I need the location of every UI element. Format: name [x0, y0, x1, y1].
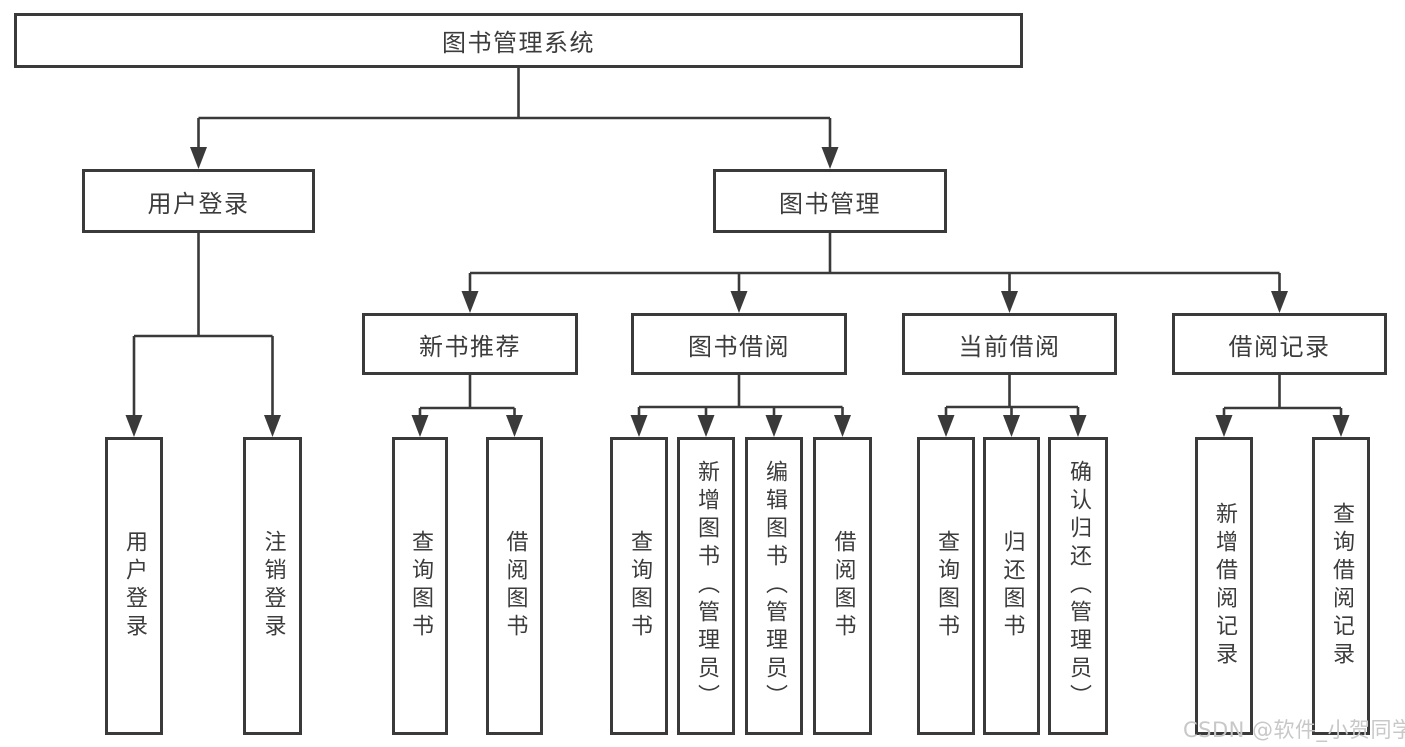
node-book-borrowing: 图书借阅	[631, 313, 847, 375]
leaf-query-borrow-record-label: 查询借阅记录	[1329, 502, 1354, 670]
leaf-borrow-books-recommend-label: 借阅图书	[502, 530, 528, 642]
connector-wires	[132, 68, 1343, 418]
watermark: CSDN @软件_小贺同学	[1183, 718, 1405, 742]
leaf-query-books-current: 查询图书	[917, 437, 975, 735]
leaf-query-books-borrowing: 查询图书	[610, 437, 668, 735]
leaf-borrow-books-borrowing-label: 借阅图书	[830, 530, 856, 642]
leaf-query-books-current-label: 查询图书	[934, 530, 959, 642]
node-library-system-root: 图书管理系统	[14, 13, 1023, 68]
leaf-user-login: 用户登录	[105, 437, 163, 735]
leaf-confirm-return-admin-label: 确认归还（管理员）	[1066, 460, 1091, 712]
leaf-edit-books-admin: 编辑图书（管理员）	[745, 437, 803, 735]
leaf-add-books-admin-label: 新增图书（管理员）	[694, 460, 719, 712]
node-current-borrowing: 当前借阅	[902, 313, 1117, 375]
node-borrowing-records: 借阅记录	[1172, 313, 1387, 375]
node-new-book-recommendation: 新书推荐	[362, 313, 578, 375]
leaf-query-books-borrowing-label: 查询图书	[627, 530, 652, 642]
leaf-query-books-recommend-label: 查询图书	[408, 530, 433, 642]
arrow-down-icons	[125, 147, 1350, 437]
leaf-user-login-label: 用户登录	[122, 530, 147, 642]
leaf-query-borrow-record: 查询借阅记录	[1312, 437, 1370, 735]
node-book-management: 图书管理	[713, 169, 947, 233]
leaf-borrow-books-recommend: 借阅图书	[486, 437, 543, 735]
leaf-edit-books-admin-label: 编辑图书（管理员）	[762, 460, 787, 712]
leaf-query-books-recommend: 查询图书	[392, 437, 448, 735]
leaf-logout-login: 注销登录	[243, 437, 302, 735]
leaf-add-borrow-record-label: 新增借阅记录	[1212, 502, 1237, 670]
node-user-login: 用户登录	[82, 169, 315, 233]
leaf-return-books: 归还图书	[983, 437, 1040, 735]
leaf-confirm-return-admin: 确认归还（管理员）	[1048, 437, 1108, 735]
leaf-add-borrow-record: 新增借阅记录	[1195, 437, 1253, 735]
leaf-return-books-label: 归还图书	[999, 530, 1025, 642]
leaf-add-books-admin: 新增图书（管理员）	[677, 437, 735, 735]
leaf-borrow-books-borrowing: 借阅图书	[813, 437, 872, 735]
leaf-logout-login-label: 注销登录	[260, 530, 286, 642]
